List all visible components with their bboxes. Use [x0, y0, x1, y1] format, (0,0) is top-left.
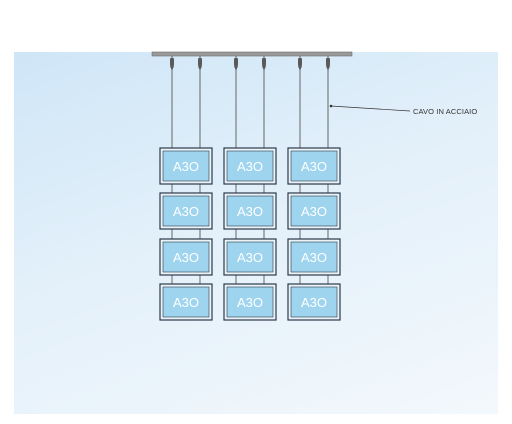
display-panel: A3O: [159, 283, 213, 321]
panel-face: [226, 241, 274, 273]
cable-clamp-tip: [198, 66, 202, 71]
cable-clamp-tip: [262, 66, 266, 71]
callout-label-steel-cable: CAVO IN ACCIAIO: [413, 107, 478, 116]
cable-clamp: [262, 58, 266, 66]
panel-face: [162, 150, 210, 182]
panel-label: A3O: [173, 295, 199, 310]
panel-face: [290, 241, 338, 273]
panel-face: [290, 195, 338, 227]
cable-clamp: [170, 58, 174, 66]
display-panel: A3O: [287, 238, 341, 276]
panel-label: A3O: [301, 159, 327, 174]
display-panel: A3O: [159, 192, 213, 230]
panel-label: A3O: [173, 159, 199, 174]
panel-label: A3O: [237, 295, 263, 310]
cable-clamp-tip: [298, 66, 302, 71]
callout-dot: [329, 104, 333, 108]
wall-backdrop: [14, 52, 498, 414]
cable-clamp-tip: [234, 66, 238, 71]
panel-label: A3O: [301, 250, 327, 265]
panel-face: [162, 195, 210, 227]
panel-label: A3O: [237, 204, 263, 219]
cable-clamp-tip: [326, 66, 330, 71]
panel-grid: A3O A3O A3O A3O A3O A3O A3O A3O A3O A3O A3O A3O: [159, 147, 341, 321]
cable-clamp: [298, 58, 302, 66]
display-panel: A3O: [159, 238, 213, 276]
display-panel: A3O: [287, 192, 341, 230]
panel-face: [226, 195, 274, 227]
panel-face: [290, 286, 338, 318]
display-panel: A3O: [159, 147, 213, 185]
panel-label: A3O: [237, 250, 263, 265]
ceiling-rail: [151, 51, 353, 57]
display-panel: A3O: [287, 283, 341, 321]
cable-clamp: [326, 58, 330, 66]
panel-label: A3O: [301, 295, 327, 310]
panel-label: A3O: [301, 204, 327, 219]
display-panel: A3O: [223, 283, 277, 321]
panel-face: [162, 241, 210, 273]
cable-clamp: [198, 58, 202, 66]
panel-face: [162, 286, 210, 318]
panel-label: A3O: [173, 250, 199, 265]
display-panel: A3O: [223, 192, 277, 230]
panel-label: A3O: [237, 159, 263, 174]
panel-face: [226, 286, 274, 318]
panel-face: [290, 150, 338, 182]
display-panel: A3O: [287, 147, 341, 185]
panel-label: A3O: [173, 204, 199, 219]
callout-leader-line: [330, 105, 411, 112]
display-panel: A3O: [223, 238, 277, 276]
cable-clamps: [170, 58, 330, 71]
display-panel: A3O: [223, 147, 277, 185]
cable-clamp: [234, 58, 238, 66]
cable-clamp-tip: [170, 66, 174, 71]
panel-face: [226, 150, 274, 182]
